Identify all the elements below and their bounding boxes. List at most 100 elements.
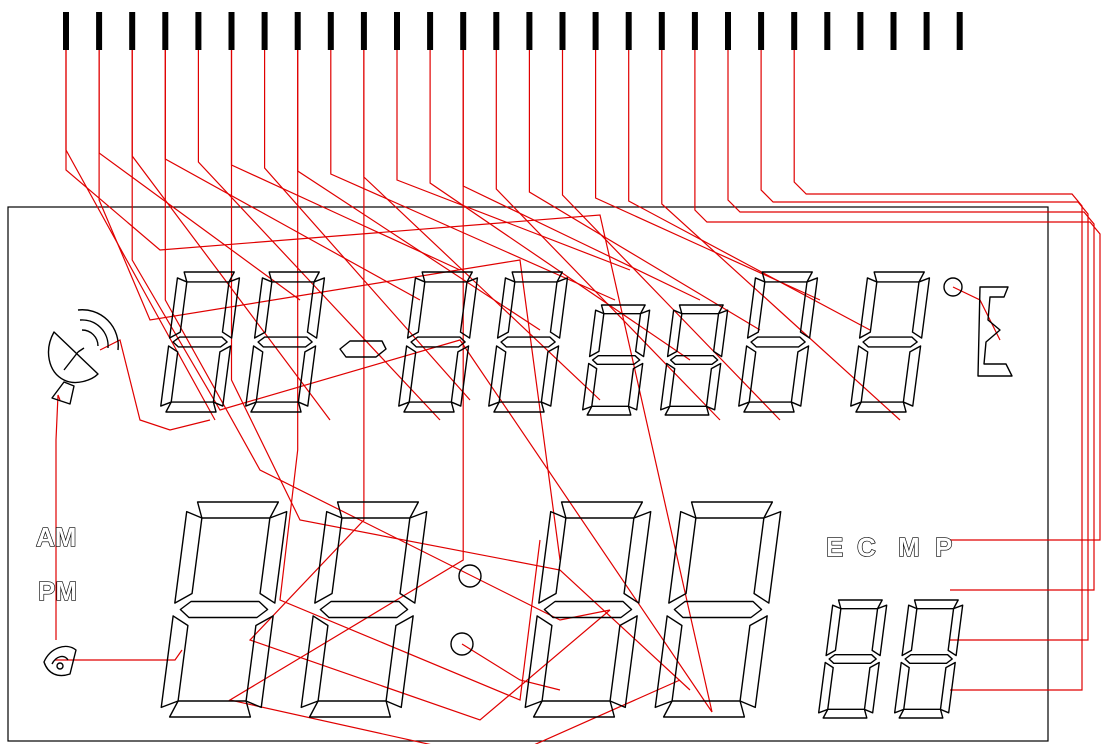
digit-segment (690, 501, 774, 519)
digit-segment (858, 277, 878, 339)
digit-segment (902, 345, 922, 407)
digit-segment (947, 604, 964, 657)
digit-segment (196, 501, 280, 519)
mode-m-indicator: M (898, 532, 920, 562)
seven-segment-digit (160, 501, 288, 718)
seven-segment-digits (160, 271, 964, 719)
am-indicator: AM (36, 522, 76, 552)
digit-segment (406, 277, 426, 339)
trace-line (330, 50, 616, 301)
digit-segment (893, 661, 910, 714)
digit-segment (828, 653, 877, 665)
digit-segment (591, 354, 641, 366)
satellite-dish-icon (47, 309, 119, 405)
connector-pin (493, 12, 500, 50)
trace-line (248, 50, 611, 721)
trace-line (793, 50, 1083, 691)
trace-line (98, 50, 561, 561)
trace-line (363, 50, 601, 401)
digit-segment (543, 600, 633, 619)
trace-line (429, 50, 691, 361)
seven-segment-digit (398, 271, 479, 413)
trace-line (628, 50, 871, 331)
digit-segment (319, 600, 409, 619)
digit-segment (549, 277, 569, 339)
trace-line (952, 286, 1001, 341)
digit-segment (500, 336, 556, 348)
digit-segment (678, 304, 724, 315)
connector-pin (96, 12, 103, 50)
seven-segment-digit (738, 271, 819, 413)
digit-segment (540, 345, 560, 407)
connector-pin (460, 12, 467, 50)
trace-line (528, 50, 761, 331)
digit-segment (662, 700, 746, 718)
trace-line (396, 50, 631, 271)
mode-e-indicator: E (826, 532, 843, 562)
trace-line (561, 50, 781, 421)
digit-segment (822, 708, 868, 719)
digit-segment (250, 401, 302, 413)
seven-segment-digit (659, 304, 729, 416)
trace-line (279, 50, 541, 701)
digit-segment (939, 661, 956, 714)
digit-segment (221, 277, 241, 339)
digit-segment (179, 600, 269, 619)
digit-segment (259, 510, 288, 604)
connector-pin (63, 12, 69, 50)
colon-dot-top (458, 564, 482, 588)
digit-segment (588, 309, 605, 358)
digit-segment (873, 271, 925, 283)
digit-segment (712, 309, 729, 358)
digit-segment (913, 599, 959, 610)
connector-pin (526, 12, 533, 50)
digit-segment (666, 309, 683, 358)
digit-segment (825, 604, 842, 657)
digit-segment (871, 604, 888, 657)
digit-segment (600, 304, 646, 315)
digit-segment (609, 615, 638, 709)
digit-segment (306, 277, 326, 339)
digit-segment (901, 604, 918, 657)
digit-segment (524, 615, 553, 709)
digit-segment (165, 401, 217, 413)
seven-segment-digit (893, 599, 964, 719)
trace-line (98, 50, 301, 301)
pm-indicator: PM (38, 576, 77, 606)
digit-segment (488, 345, 507, 407)
digit-segment (459, 277, 479, 339)
connector-pin (327, 12, 334, 50)
digit-segment (705, 362, 722, 411)
celsius-unit-segment (977, 286, 1013, 377)
digit-segment (799, 277, 819, 339)
digit-segment (183, 271, 235, 283)
trace-line (694, 50, 1101, 541)
trace-line (230, 50, 461, 271)
digit-segment (746, 277, 766, 339)
connector-pin (559, 12, 566, 50)
connector-pin (394, 12, 400, 50)
digit-segment (659, 362, 676, 411)
degree-icon (943, 277, 963, 297)
digit-segment (581, 362, 598, 411)
digit-segment (168, 700, 252, 718)
digit-segment (174, 510, 203, 604)
connector-pin (791, 12, 798, 50)
digit-segment (403, 401, 455, 413)
digit-segment (669, 354, 719, 366)
seven-segment-digit (488, 271, 569, 413)
digit-segment (623, 510, 652, 604)
date-dash-segment (339, 340, 387, 358)
digit-segment (336, 501, 420, 519)
connector-pin (625, 12, 632, 50)
seven-segment-digit (850, 271, 931, 413)
connector-pin (427, 12, 434, 50)
mode-c-indicator: C (857, 532, 876, 562)
digit-segment (160, 345, 179, 407)
trace-line (462, 50, 701, 301)
digit-segment (855, 401, 907, 413)
trace-line (727, 50, 1095, 591)
digit-segment (817, 661, 834, 714)
trace-line (99, 339, 211, 431)
